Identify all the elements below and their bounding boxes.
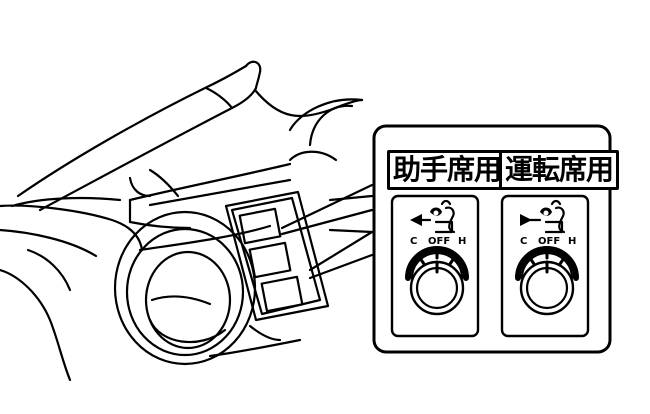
callout-leaders xyxy=(280,183,374,280)
center-console xyxy=(0,88,374,382)
dial-c-label: C xyxy=(520,236,527,247)
driver-switch-panel: C OFF H xyxy=(500,194,590,338)
passenger-seat-label: 助手席用 xyxy=(387,150,508,190)
driver-seat-label: 運転席用 xyxy=(499,150,620,190)
arrow-right-icon xyxy=(520,214,532,226)
dial-h-label: H xyxy=(458,236,466,247)
dial-h-label: H xyxy=(568,236,576,247)
dial-off-label: OFF xyxy=(428,236,450,247)
dial-off-label: OFF xyxy=(538,236,560,247)
switch-passenger[interactable] xyxy=(248,241,292,279)
arrow-left-icon xyxy=(410,214,422,226)
passenger-switch-panel: C OFF H xyxy=(390,194,480,338)
seat-heater-icon xyxy=(540,199,566,234)
switch-top[interactable] xyxy=(238,207,282,245)
rotary-dial[interactable] xyxy=(405,246,469,316)
parking-brake-lever xyxy=(10,60,262,212)
switch-bezel xyxy=(224,190,330,322)
rotary-dial[interactable] xyxy=(515,246,579,316)
switch-driver[interactable] xyxy=(260,275,304,313)
seat-heater-icon xyxy=(430,199,456,234)
dial-c-label: C xyxy=(410,236,417,247)
